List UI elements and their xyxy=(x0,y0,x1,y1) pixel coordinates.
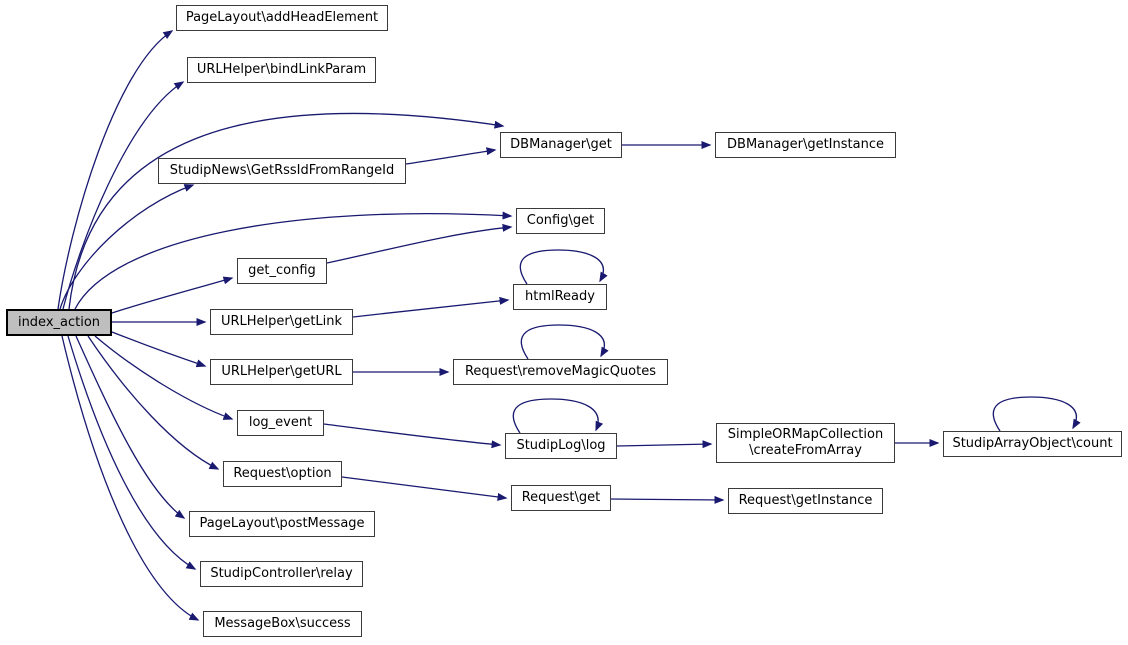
node-urlhelper-bindlinkparam[interactable]: URLHelper\bindLinkParam xyxy=(187,57,376,83)
node-request-getinstance[interactable]: Request\getInstance xyxy=(728,488,883,514)
edge-index-action-to-addheadelement xyxy=(57,30,174,310)
edge-index-action-to-geturl xyxy=(111,331,207,368)
edge-index-action-to-bindlinkparam xyxy=(62,81,185,310)
node-urlhelper-geturl[interactable]: URLHelper\getURL xyxy=(210,359,353,385)
node-studipcontroller-relay[interactable]: StudipController\relay xyxy=(200,561,363,587)
node-urlhelper-getlink[interactable]: URLHelper\getLink xyxy=(210,309,353,335)
node-simpleormapcollection-createfromarray[interactable]: SimpleORMapCollection \createFromArray xyxy=(716,423,895,463)
edge-index-action-to-log-event xyxy=(94,335,234,420)
self-loop-removemagicquotes xyxy=(520,324,609,360)
node-pagelayout-postmessage[interactable]: PageLayout\postMessage xyxy=(189,511,375,537)
edge-index-action-to-get-config xyxy=(111,276,234,314)
node-dbmanager-get[interactable]: DBManager\get xyxy=(500,132,622,158)
node-messagebox-success[interactable]: MessageBox\success xyxy=(203,611,362,637)
self-loop-htmlready xyxy=(519,249,608,285)
node-get-config[interactable]: get_config xyxy=(237,258,327,284)
edge-getlink-to-htmlready xyxy=(352,296,510,318)
node-pagelayout-addheadelement[interactable]: PageLayout\addHeadElement xyxy=(176,5,388,31)
node-log-event[interactable]: log_event xyxy=(237,410,324,436)
edge-index-action-to-relay xyxy=(67,335,197,570)
node-index-action[interactable]: index_action xyxy=(6,309,112,336)
edge-get-config-to-config-get xyxy=(326,223,513,264)
node-request-get[interactable]: Request\get xyxy=(511,485,611,511)
node-htmlready[interactable]: htmlReady xyxy=(513,284,607,310)
node-studiplog-log[interactable]: StudipLog\log xyxy=(505,433,617,459)
node-config-get[interactable]: Config\get xyxy=(516,208,605,234)
edge-index-action-to-config-get xyxy=(74,211,513,310)
edge-index-action-to-request-option xyxy=(87,335,220,470)
node-dbmanager-getinstance[interactable]: DBManager\getInstance xyxy=(715,132,896,158)
self-loop-studiparrayobject-count xyxy=(992,396,1081,432)
node-studiparrayobject-count[interactable]: StudipArrayObject\count xyxy=(943,431,1122,457)
edge-request-option-to-request-get xyxy=(341,476,508,501)
node-request-removemagicquotes[interactable]: Request\removeMagicQuotes xyxy=(453,359,668,385)
edge-index-action-to-postmessage xyxy=(75,335,186,519)
self-loop-studiplog-log xyxy=(512,398,604,434)
edge-log-event-to-studiplog-log xyxy=(323,423,502,449)
edge-index-action-to-getrssidfromrangeid xyxy=(59,184,195,310)
edge-index-action-to-success xyxy=(61,335,200,621)
node-studipnews-getrssidfromrangeid[interactable]: StudipNews\GetRssIdFromRangeId xyxy=(158,158,406,184)
node-label-line2: \createFromArray xyxy=(749,443,862,458)
node-request-option[interactable]: Request\option xyxy=(223,461,342,487)
edge-getrssid-to-dbmanager-get xyxy=(405,147,497,165)
edge-index-action-to-dbmanager-get xyxy=(68,112,505,310)
node-label-line1: SimpleORMapCollection xyxy=(727,427,884,443)
edge-request-get-to-getinstance xyxy=(610,495,725,504)
edge-studiplog-to-createfromarray xyxy=(616,440,713,449)
